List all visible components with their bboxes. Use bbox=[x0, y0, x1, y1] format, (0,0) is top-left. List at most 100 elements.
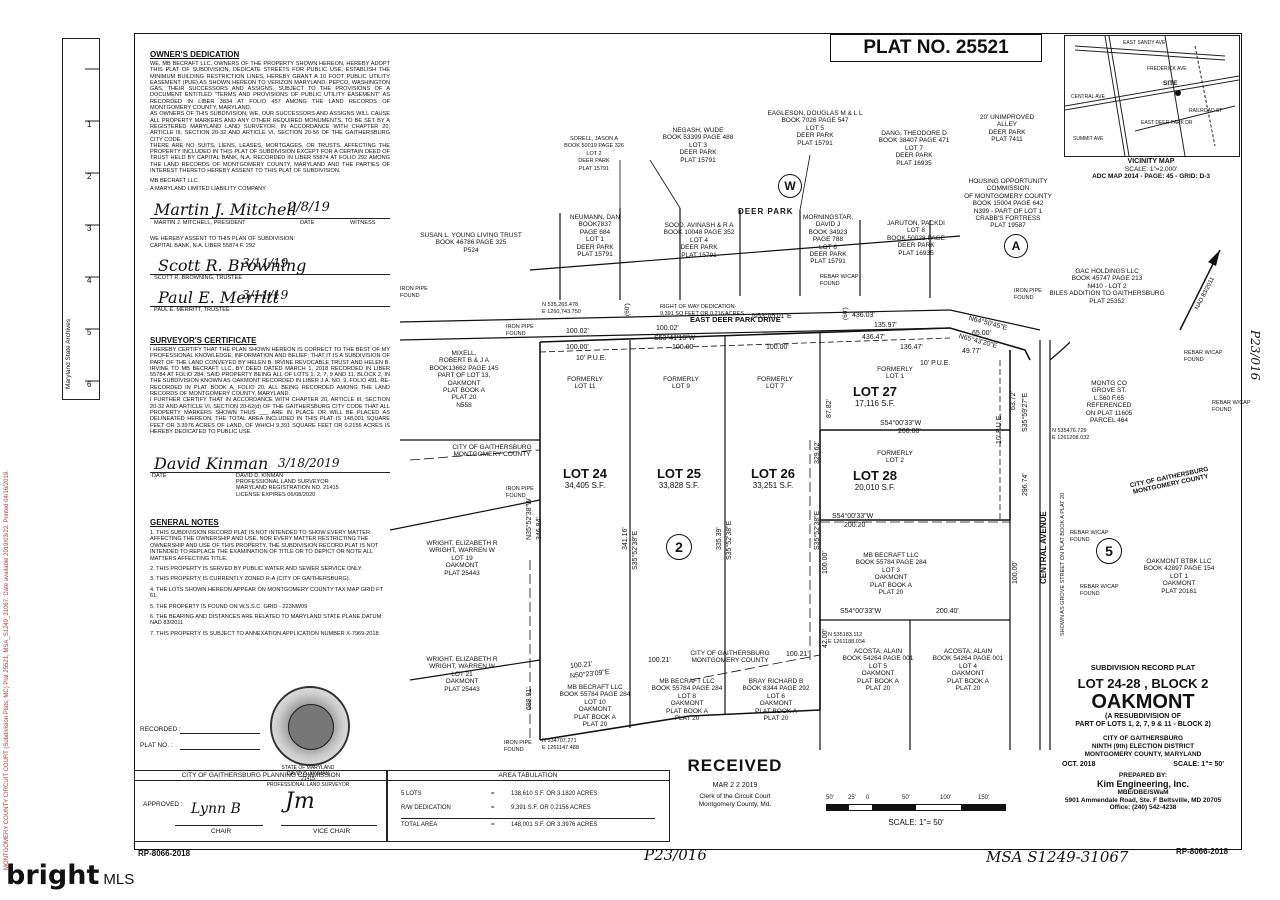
owner-signature-2: Scott R. Browning 3/11/19 SCOTT R. BROWN… bbox=[150, 256, 390, 281]
surveyor-date: 3/18/2019 bbox=[278, 456, 340, 470]
title-firm-info: MBE/DBE/SWaM 5901 Ammendale Road, Ste. F… bbox=[1064, 789, 1222, 812]
svg-text:6: 6 bbox=[87, 380, 92, 389]
lot-26-name: LOT 26 bbox=[750, 466, 796, 481]
distance-b11: 335.39' bbox=[716, 527, 723, 550]
distance-136: 135.97' bbox=[874, 322, 897, 329]
lot-28: LOT 28 20,010 S.F. bbox=[830, 468, 920, 492]
alley-label: 20' UNIMPROVED ALLEY DEER PARK PLAT 7411 bbox=[979, 114, 1035, 144]
deer-park-label: DEER PARK bbox=[738, 207, 794, 216]
bearing-b5: S54°00'33"W bbox=[880, 420, 922, 427]
rebar-label-5: REBAR W/CAP FOUND bbox=[1080, 584, 1119, 598]
neighbor-wright-lot19: WRIGHT, ELIZABETH R WRIGHT, WARREN W LOT… bbox=[426, 540, 498, 577]
rebar-label-3: REBAR W/CAP FOUND bbox=[1212, 400, 1251, 414]
distance-100v: 100.00' bbox=[822, 551, 829, 574]
svg-text:2: 2 bbox=[87, 172, 92, 181]
distance-b7: 200.40' bbox=[936, 608, 959, 615]
bearing-b9: N35°52'38"W bbox=[526, 498, 533, 540]
neighbor-acosta-lot4: ACOSTA, ALAIN BOOK 54264 PAGE 001 LOT 4 … bbox=[932, 648, 1004, 693]
vicinity-map-adc: ADC MAP 2014 - PAGE: 45 - GRID: D-3 bbox=[1092, 173, 1210, 181]
vicinity-site-marker bbox=[1175, 90, 1181, 96]
scale-caption: SCALE: 1"= 50' bbox=[888, 818, 944, 827]
ruler-label: Maryland State Archives bbox=[65, 318, 72, 389]
footer-handwritten-left: P23/016 bbox=[644, 846, 707, 864]
distance-29674: 296.74' bbox=[1022, 473, 1029, 496]
lot-24: LOT 24 34,405 S.F. bbox=[540, 466, 630, 490]
central-avenue-label: CENTRAL AVENUE bbox=[1039, 511, 1048, 584]
area-tabulation-cell: = bbox=[491, 791, 495, 798]
vicinity-street-2: CENTRAL AVE bbox=[1071, 94, 1105, 100]
distance-6372: 63.72' bbox=[1010, 391, 1017, 410]
vicinity-street-1: EAST SANDY AVE bbox=[1123, 40, 1166, 46]
signature-merritt: Paul E. Merritt bbox=[158, 288, 280, 307]
general-note-item: 2. THIS PROPERTY IS SERVED BY PUBLIC WAT… bbox=[150, 566, 363, 573]
archive-side-stamp: MONTGOMERY COUNTY CIRCUIT COURT (Subdivi… bbox=[4, 470, 10, 870]
general-notes-list: 1. THIS SUBDIVISION RECORD PLAT IS NOT I… bbox=[150, 530, 390, 637]
bearing-b11: S35°52'38"E bbox=[726, 520, 733, 560]
coordinate-3: N 535183.112 E 1261188.034 bbox=[828, 632, 865, 646]
lot-24-area: 34,405 S.F. bbox=[564, 481, 606, 490]
vicinity-map-scale: SCALE: 1"=2,000' bbox=[1124, 166, 1178, 173]
svg-text:3: 3 bbox=[87, 224, 92, 233]
pue-label-3: 10' P.U.E. bbox=[996, 413, 1003, 444]
area-tabulation-cell: 138,610 S.F. OR 3.1820 ACRES bbox=[511, 791, 598, 798]
dim-60-right: (60') bbox=[842, 307, 849, 320]
distance-b1: 436.03' bbox=[852, 312, 875, 319]
neighbor-sood: SOOD, AVINASH & R A BOOK 10048 PAGE 352 … bbox=[663, 222, 735, 259]
signature-browning: Scott R. Browning bbox=[158, 256, 307, 275]
distance-100a: 100.02' bbox=[566, 328, 589, 335]
lot-24-formerly: FORMERLY LOT 11 bbox=[567, 376, 603, 391]
owner-company: MB BECRAFT LLC A MARYLAND LIMITED LIABIL… bbox=[150, 178, 266, 192]
surveyor-signature: David Kinman 3/18/2019 DATE DAVID D. KIN… bbox=[150, 454, 390, 500]
bright-mls-logo: bright MLS bbox=[6, 860, 134, 892]
area-tabulation-row: 5 LOTS = 138,610 S.F. OR 3.1820 ACRES bbox=[401, 791, 655, 798]
owner-signature-1: Martin J. Mitchell 2/8/19 MARTIN J. MITC… bbox=[150, 200, 390, 226]
area-tabulation-cell: 9,391 S.F. OR 0.2156 ACRES bbox=[511, 804, 591, 811]
coordinate-1: N 535,265.478 E 1260,743.750 bbox=[542, 302, 581, 316]
neighbor-jaruton: JARUTON, PACKDI LOT 8 BOOK 50028 PAGE DE… bbox=[886, 220, 946, 257]
signer-1-name: MARTIN J. MITCHELL, PRESIDENT bbox=[154, 220, 246, 226]
lot-27-area: 17,116 S.F. bbox=[855, 399, 895, 408]
general-notes-title: GENERAL NOTES bbox=[150, 518, 219, 527]
lot-28-formerly: FORMERLY LOT 2 bbox=[877, 450, 913, 465]
neighbor-mixell: MIXELL, ROBERT B & J A BOOK13662 PAGE 14… bbox=[429, 350, 499, 409]
title-firm: Kim Engineering, Inc. bbox=[1096, 779, 1189, 790]
neighbor-young-trust: SUSAN L. YOUNG LIVING TRUST BOOK 46786 P… bbox=[420, 232, 522, 254]
general-note-item: 4. THE LOTS SHOWN HEREON APPEAR ON MONTG… bbox=[150, 586, 383, 600]
scale-tick-label: 50' bbox=[826, 795, 834, 801]
scale-tick-label: 50' bbox=[902, 795, 910, 801]
distance-100h: 100.21' bbox=[786, 651, 809, 658]
title-block: SUBDIVISION RECORD PLAT LOT 24-28 , BLOC… bbox=[1048, 664, 1238, 812]
title-record-plat: SUBDIVISION RECORD PLAT bbox=[1090, 663, 1196, 672]
neighbor-montg-co: MONTG CO GROVE ST. L.560 F.65 REFERENCED… bbox=[1085, 380, 1133, 425]
vicinity-map-caption: VICINITY MAP SCALE: 1"=2,000' ADC MAP 20… bbox=[1064, 158, 1238, 181]
svg-text:5: 5 bbox=[87, 328, 92, 337]
pue-label-2: 10' P.U.E. bbox=[920, 360, 951, 367]
planning-commission-box: CITY OF GAITHERSBURG PLANNING COMMISSION… bbox=[134, 770, 388, 842]
plat-no-label: PLAT NO. : bbox=[140, 742, 173, 749]
bright-logo-wordmark: bright bbox=[6, 860, 100, 891]
circle-marker-a: A bbox=[1004, 234, 1028, 258]
surveyors-certificate-title: SURVEYOR'S CERTIFICATE bbox=[150, 336, 257, 345]
general-note-item: 3. THIS PROPERTY IS CURRENTLY ZONED R-A … bbox=[150, 576, 351, 583]
seal-text: STATE OF MARYLAND DAVID D. KINMAN 21415 … bbox=[266, 765, 350, 788]
neighbor-eagleson: EAGLESON, DOUGLAS M & L L BOOK 7026 PAGE… bbox=[767, 110, 863, 147]
vicinity-street-5: RAILROAD ST bbox=[1189, 108, 1223, 114]
distance-b10: 341.16' bbox=[622, 527, 629, 550]
area-tabulation-cell: = bbox=[491, 804, 495, 811]
signature-3-date: 3/11/19 bbox=[242, 288, 289, 302]
iron-pipe-label-1: IRON PIPE FOUND bbox=[400, 286, 428, 300]
neighbor-neumann: NEUMANN, DAN BOOK7837 PAGE 684 LOT 1 DEE… bbox=[569, 214, 621, 259]
area-tabulation-cell: 5 LOTS bbox=[401, 791, 422, 798]
received-title: RECEIVED bbox=[687, 756, 783, 775]
neighbor-oakmont-btbk: OAKMONT BTBK LLC BOOK 42897 PAGE 154 LOT… bbox=[1143, 558, 1215, 595]
coordinate-2: N 535476.729 E 1261208.032 bbox=[1052, 428, 1090, 442]
signature-2-date: 3/11/19 bbox=[242, 256, 289, 270]
neighbor-becraft-lot8: MB BECRAFT LLC BOOK 55784 PAGE 284 LOT 8… bbox=[651, 678, 723, 723]
area-tabulation-cell: TOTAL AREA bbox=[401, 822, 438, 829]
lot-28-name: LOT 28 bbox=[852, 468, 898, 483]
distance-100c: 100.00' bbox=[566, 344, 589, 351]
surveyor-info: DAVID D. KINMAN PROFESSIONAL LAND SURVEY… bbox=[236, 473, 339, 498]
